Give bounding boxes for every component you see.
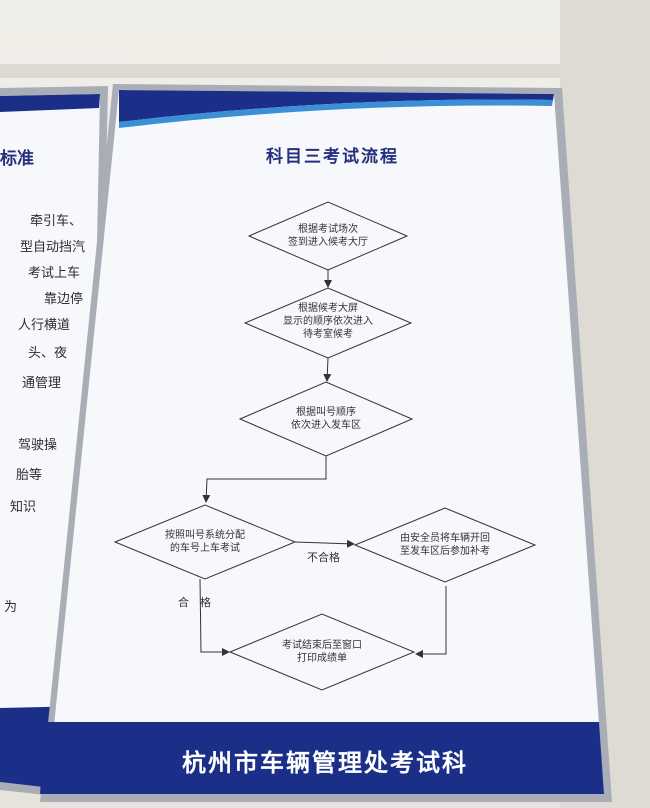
node-print-text: 考试结束后至窗口 打印成绩单 (257, 639, 387, 665)
node-checkin-diamond (247, 201, 409, 271)
node-text-line: 根据叫号顺序 (296, 407, 356, 418)
edge-exam-print (199, 578, 230, 656)
left-panel-line: 知识 (10, 500, 37, 515)
node-waiting-diamond (243, 287, 413, 359)
node-depart-diamond (238, 381, 414, 457)
node-text-line: 打印成绩单 (297, 653, 347, 664)
left-panel-line: 人行横道 (18, 318, 71, 333)
left-panel-line: 胎等 (16, 468, 43, 483)
edge-label-fail: 不合格 (307, 551, 340, 564)
footer-organization: 杭州市车辆管理处考试科 (182, 748, 468, 777)
wall-rail (0, 64, 650, 78)
node-text-line: 签到进入候考大厅 (288, 237, 368, 248)
node-waiting-text: 根据候考大屏 显示的顺序依次进入 待考室候考 (263, 302, 393, 341)
node-exam-text: 按照叫号系统分配 的车号上车考试 (140, 529, 270, 555)
flowchart-title: 科目三考试流程 (266, 147, 399, 167)
left-panel-line: 型自动挡汽 (20, 240, 86, 255)
node-text-line: 根据候考大屏 (298, 303, 358, 314)
left-panel-line: 牵引车、 (30, 214, 83, 229)
edge-waiting-depart (323, 357, 332, 382)
node-text-line: 根据考试场次 (298, 224, 358, 235)
left-panel-heading: 标准 (0, 149, 34, 169)
node-retake-diamond (353, 507, 537, 583)
edge-exam-retake (294, 539, 355, 548)
node-print-diamond (228, 613, 416, 691)
node-retake-text: 由安全员将车辆开回 至发车区后参加补考 (375, 532, 515, 558)
edge-label-pass: 合 格 (178, 596, 211, 609)
left-panel-line: 靠边停 (44, 292, 84, 307)
node-text-line: 由安全员将车辆开回 (400, 533, 490, 544)
main-panel-board (47, 90, 604, 794)
header-wave-navy (119, 90, 554, 122)
left-panel-header-band (0, 94, 100, 112)
left-panel-line: 为 (4, 600, 18, 615)
node-text-line: 至发车区后参加补考 (400, 546, 490, 557)
edge-depart-exam (202, 456, 327, 503)
edge-retake-print (415, 586, 447, 658)
footer-band (40, 722, 604, 794)
left-panel-line: 考试上车 (28, 266, 81, 281)
node-text-line: 依次进入发车区 (291, 420, 361, 431)
node-depart-text: 根据叫号顺序 依次进入发车区 (266, 406, 386, 432)
left-panel-line: 头、夜 (28, 346, 68, 361)
node-text-line: 考试结束后至窗口 (282, 640, 362, 651)
node-checkin-text: 根据考试场次 签到进入候考大厅 (268, 223, 388, 249)
left-panel-line: 驾驶操 (18, 438, 58, 453)
node-text-line: 待考室候考 (303, 329, 353, 340)
node-text-line: 的车号上车考试 (170, 543, 240, 554)
header-wave-blue (119, 99, 553, 128)
node-text-line: 显示的顺序依次进入 (283, 316, 373, 327)
left-panel-line: 通管理 (22, 376, 62, 391)
node-text-line: 按照叫号系统分配 (165, 530, 245, 541)
